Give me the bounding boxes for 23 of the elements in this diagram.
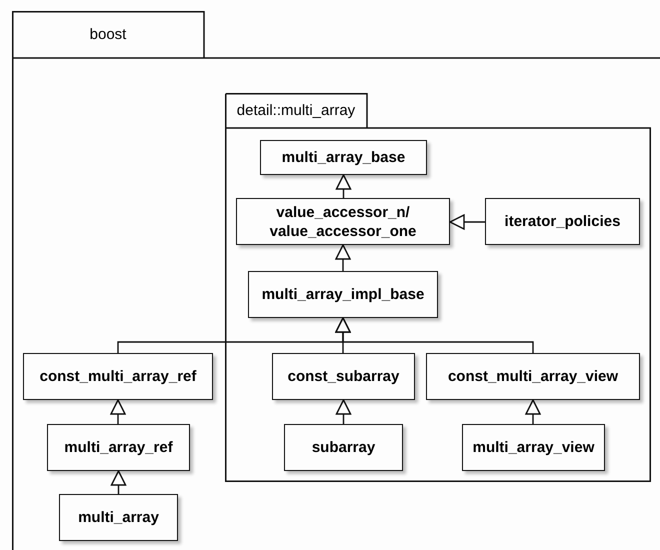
inheritance-arrow [110, 470, 126, 494]
inheritance-arrow [335, 317, 534, 353]
package-frame [12, 11, 660, 550]
class-box: multi_array [59, 494, 178, 541]
class-box: const_multi_array_view [426, 353, 640, 400]
class-box: multi_array_base [260, 140, 427, 175]
inheritance-arrow [336, 399, 352, 424]
class-box: const_multi_array_ref [23, 353, 213, 400]
class-box: multi_array_impl_base [248, 271, 438, 318]
inheritance-arrow [110, 399, 126, 424]
class-box: iterator_policies [485, 198, 640, 245]
class-box: subarray [284, 424, 403, 471]
class-box: value_accessor_n/ value_accessor_one [236, 198, 450, 245]
class-box: multi_array_ref [47, 424, 190, 471]
package-name: detail::multi_array [236, 101, 356, 121]
inheritance-arrow [336, 174, 352, 198]
class-box: const_subarray [272, 353, 415, 400]
package-frame [225, 93, 651, 482]
class-box: multi_array_view [462, 424, 605, 471]
inheritance-arrow [449, 214, 485, 230]
inheritance-arrow [335, 244, 351, 271]
inheritance-arrow [525, 399, 541, 424]
package-name: boost [88, 25, 128, 45]
